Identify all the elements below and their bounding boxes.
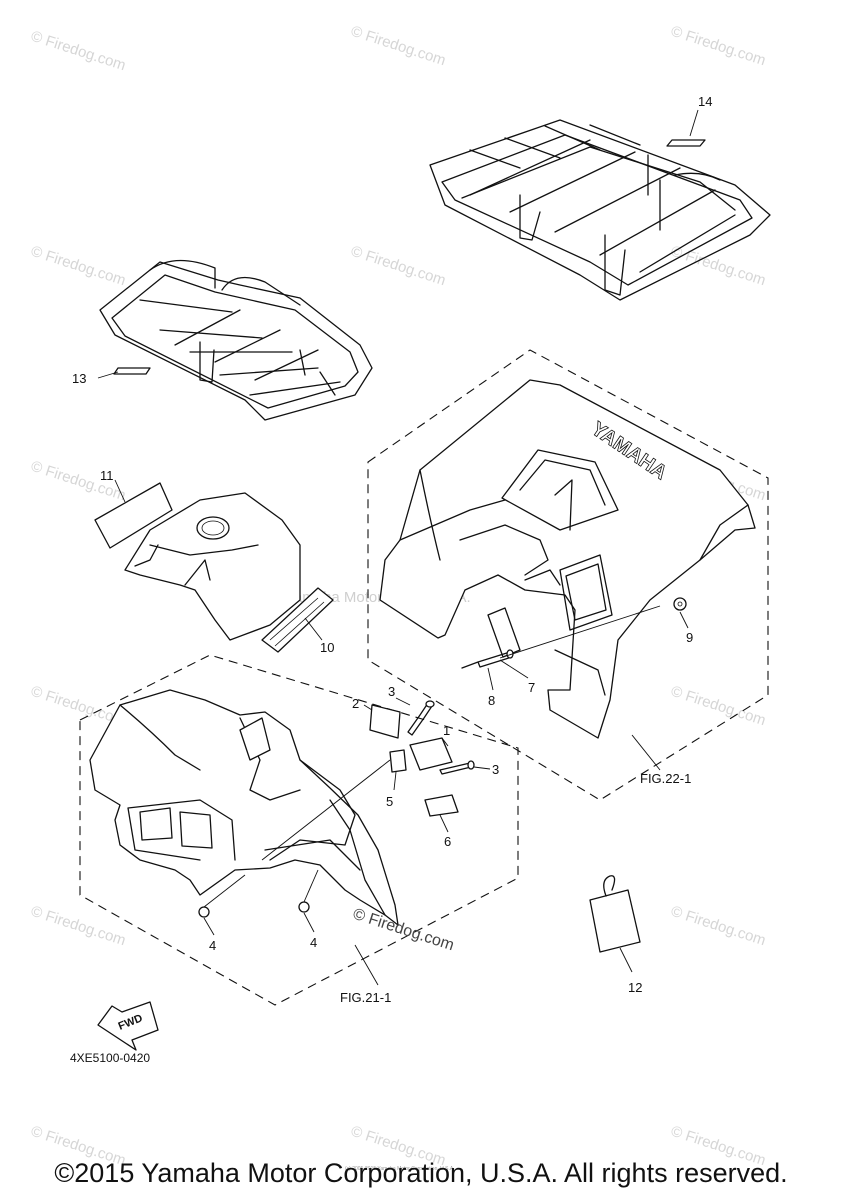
figure-ref-front: FIG.21-1 (340, 990, 391, 1005)
callout-7: 7 (528, 680, 535, 695)
watermark-firedog-center: © Firedog.com (351, 906, 456, 955)
callout-11: 11 (100, 468, 114, 483)
callout-3-top: 3 (388, 684, 395, 699)
watermark: © Firedog.com (29, 243, 128, 290)
fine-print: (c) 2005-2015 Yamaha Motor Corporation, … (345, 1166, 455, 1172)
rear-plate-7 (487, 607, 521, 658)
watermark: © Firedog.com (349, 243, 448, 290)
callout-9: 9 (686, 630, 693, 645)
screw-3b (439, 760, 475, 775)
watermark: © Firedog.com (29, 28, 128, 75)
rear-carrier-rack (429, 119, 771, 301)
front-inner-panel (124, 492, 301, 641)
watermark: © Firedog.com (669, 683, 768, 730)
callout-4-left: 4 (209, 938, 216, 953)
callout-14: 14 (698, 94, 712, 109)
rack-decal-13 (113, 367, 151, 375)
fwd-arrow: FWD (97, 1001, 159, 1051)
callout-13: 13 (72, 371, 86, 386)
copyright-notice: ©2015 Yamaha Motor Corporation, U.S.A. A… (54, 1158, 788, 1188)
watermark: © Firedog.com (669, 243, 768, 290)
watermark: © Firedog.com (349, 23, 448, 70)
front-fender-group-outline (79, 654, 519, 1006)
screw-3a (407, 700, 435, 736)
sticker-6 (424, 794, 459, 817)
rack-decal-14 (666, 139, 706, 147)
watermark: © Firedog.com (669, 903, 768, 950)
washer-4b (298, 901, 310, 913)
washer-9 (673, 597, 687, 611)
callout-4-right: 4 (310, 935, 317, 950)
callout-1: 1 (443, 723, 450, 738)
figure-ref-rear: FIG.22-1 (640, 771, 691, 786)
decal-10 (261, 587, 334, 653)
front-fender (89, 689, 399, 926)
plate-2 (369, 704, 401, 739)
watermark: © Firedog.com (29, 903, 128, 950)
front-carrier-rack (99, 259, 373, 421)
rear-fender-group-outline (367, 349, 769, 801)
callout-2: 2 (352, 696, 359, 711)
rear-fender: YAMAHA (379, 379, 756, 739)
callout-3-right: 3 (492, 762, 499, 777)
plate-1 (409, 737, 453, 771)
callout-6: 6 (444, 834, 451, 849)
sticker-5 (389, 749, 407, 773)
callout-12: 12 (628, 980, 642, 995)
callout-8: 8 (488, 693, 495, 708)
decal-11 (94, 482, 173, 549)
callout-5: 5 (386, 794, 393, 809)
diagram-part-number: 4XE5100-0420 (70, 1051, 150, 1065)
washer-4a (198, 906, 210, 918)
watermark: © Firedog.com (669, 23, 768, 70)
tag-12 (589, 875, 641, 953)
callout-10: 10 (320, 640, 334, 655)
